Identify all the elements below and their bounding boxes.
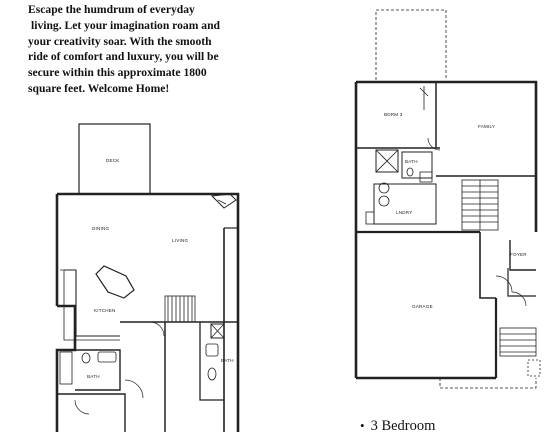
walkway <box>527 359 541 377</box>
main-floor-plan <box>55 123 240 432</box>
tub <box>59 351 73 385</box>
door-swing <box>74 399 90 415</box>
bedroom-label: BDRM 3 <box>384 112 403 117</box>
living-label: LIVING <box>172 238 188 243</box>
sink <box>205 343 219 357</box>
garage-label: GARAGE <box>412 304 433 309</box>
door-swing <box>149 321 165 337</box>
bath-label: BATH <box>221 358 234 363</box>
shower-mark <box>375 149 399 173</box>
door-swing <box>427 137 441 151</box>
bath-label: BATH <box>405 159 418 164</box>
fireplace <box>210 193 237 209</box>
exterior-wall <box>356 80 538 232</box>
sink <box>97 351 117 363</box>
foyer-label: FOYER <box>510 252 527 257</box>
closet <box>210 323 225 339</box>
exterior-wall <box>57 192 240 432</box>
feature-item: 3 Bedroom <box>370 418 436 434</box>
door-swing <box>124 379 144 399</box>
door-swing <box>495 275 513 293</box>
door-swing <box>511 291 527 307</box>
intro-line: square feet. Welcome Home! <box>28 81 170 95</box>
kitchen-counter <box>64 269 120 337</box>
kitchen-label: KITCHEN <box>94 308 116 313</box>
intro-line: ride of comfort and luxury, you will be <box>28 50 219 64</box>
feature-list: • 3 Bedroom <box>360 418 435 435</box>
upper-floor-plan <box>354 9 541 389</box>
sink <box>419 171 433 183</box>
toilet <box>81 352 91 364</box>
shower <box>375 149 399 173</box>
intro-line: Escape the humdrum of everyday <box>28 3 195 16</box>
foyer-wall <box>509 240 536 271</box>
intro-line: secure within this approximate 1800 <box>28 66 207 80</box>
interior-wall <box>57 393 126 432</box>
main-stairs <box>164 295 196 323</box>
interior-wall <box>479 232 496 299</box>
kitchen-island <box>95 265 135 299</box>
washer <box>378 182 390 194</box>
bath-label: BATH <box>87 374 100 379</box>
interior-wall <box>57 349 121 391</box>
deck-label: DECK <box>106 158 120 163</box>
laundry-room <box>373 183 437 225</box>
front-steps <box>499 327 537 357</box>
driveway-edge <box>439 378 537 389</box>
dining-label: DINING <box>92 226 110 231</box>
intro-line: living. Let your imagination roam and <box>31 18 220 32</box>
kitchen-counter-edge <box>60 269 120 341</box>
interior-wall <box>199 322 224 401</box>
intro-line: your creativity soar. With the smooth <box>28 34 212 48</box>
closet-door <box>419 86 429 110</box>
laundry-label: LNDRY <box>396 210 413 215</box>
toilet <box>406 167 414 177</box>
fireplace-detail <box>217 199 227 205</box>
bath-room <box>401 151 433 179</box>
upper-stairs <box>461 179 499 231</box>
bullet-icon: • <box>360 418 365 433</box>
future-addition <box>375 9 447 80</box>
toilet <box>207 367 217 381</box>
closet-mark <box>210 323 225 339</box>
family-label: FAMILY <box>478 124 495 129</box>
foyer-wall <box>507 268 536 297</box>
water-heater <box>365 211 375 225</box>
intro-paragraph: Escape the humdrum of everyday living. L… <box>28 2 273 97</box>
dryer <box>378 195 390 207</box>
